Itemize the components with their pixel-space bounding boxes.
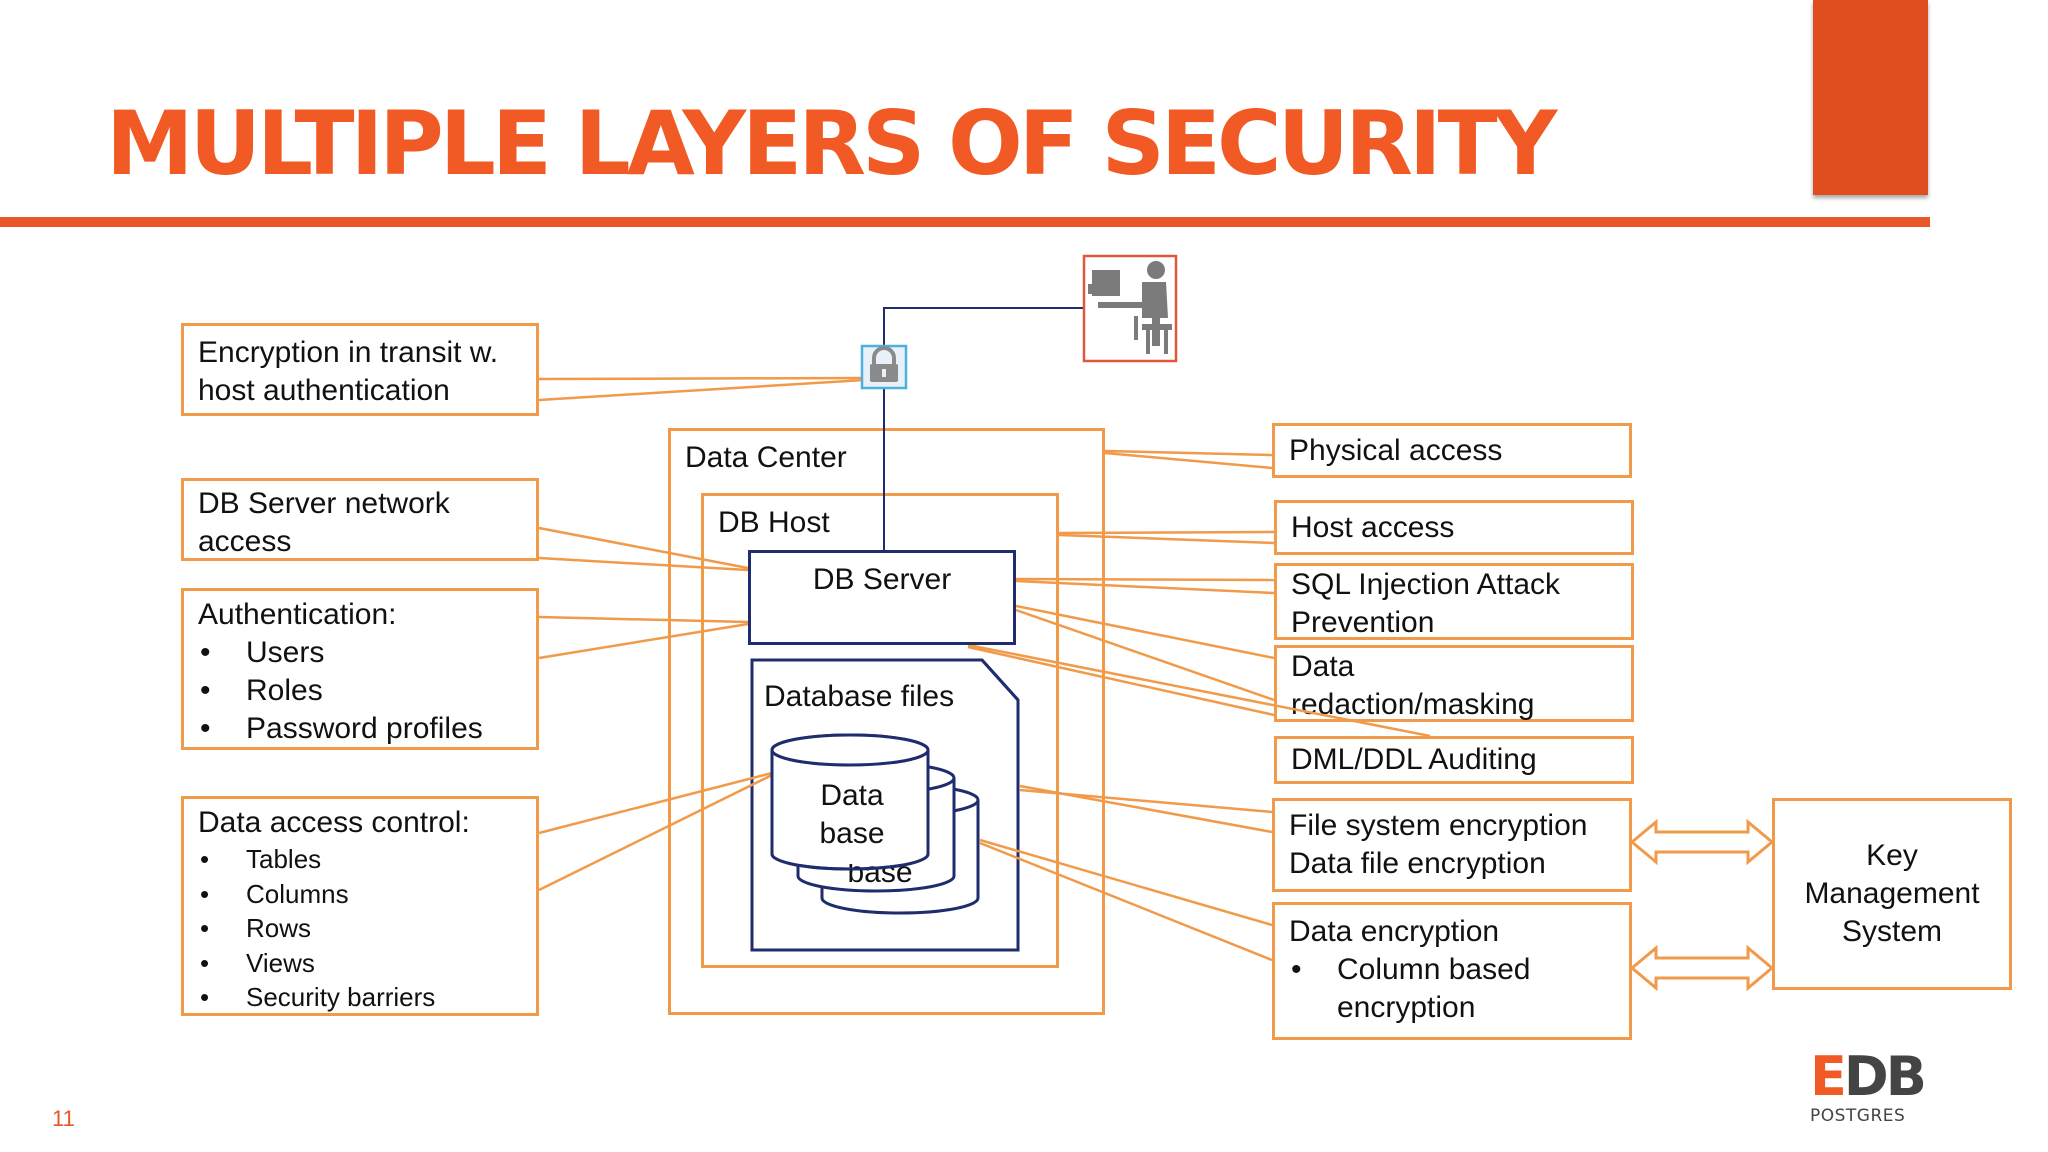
data-access-control-heading: Data access control: [198,806,470,839]
dml-auditing-callout [967,643,1431,738]
physical-access-callout-lower [1104,451,1273,470]
data-redaction-callout-lower [1015,608,1275,702]
logo-subtitle: POSTGRES [1810,1106,1906,1126]
db-server-box: DB Server [748,550,1016,645]
data-encryption-box: Data encryption Column based encryption [1272,902,1632,1040]
edb-postgres-logo: EDB POSTGRES [1810,1045,1930,1127]
file-encryption-line-2: Data file encryption [1289,847,1546,880]
db-server-network-access-box: DB Server network access [181,478,539,561]
dml-ddl-auditing-box: DML/DDL Auditing [1274,736,1634,784]
key-management-text: Key Management System [1804,837,1979,951]
lock-icon [860,344,908,390]
file-encryption-callout-lower [1019,788,1273,814]
data-encryption-item-column-based: Column based encryption [1289,951,1615,1027]
key-management-line-1: Key [1866,839,1918,872]
db-host-label: DB Host [718,506,830,539]
data-access-item-columns: Columns [198,877,522,912]
data-access-item-tables: Tables [198,842,522,877]
sql-injection-callout-lower [1015,579,1275,595]
network-link-line [883,307,1084,552]
database-files-fold [980,658,1020,702]
db-host-area: DB Host [701,493,1059,968]
data-access-callout [538,771,773,835]
sql-injection-line-1: SQL Injection Attack [1291,568,1561,601]
corner-accent-block [1813,0,1928,195]
title-underline [0,217,1930,227]
sql-injection-prevention-box: SQL Injection Attack Prevention [1274,563,1634,640]
authentication-list: Users Roles Password profiles [198,634,522,748]
data-access-callout-lower [538,773,773,892]
database-files-label: Database files [764,680,955,713]
network-access-line-1: DB Server network [198,487,450,520]
physical-access-label: Physical access [1289,434,1503,467]
encryption-in-transit-line-1: Encryption in transit w. [198,336,499,369]
page-number: 11 [52,1106,75,1131]
file-encryption-line-1: File system encryption [1289,809,1588,842]
sql-injection-line-2: Prevention [1291,606,1435,639]
data-access-item-views: Views [198,946,522,981]
network-access-callout-lower [538,556,749,572]
data-encryption-callout-lower [979,841,1273,962]
key-management-system-box: Key Management System [1772,798,2012,990]
key-management-line-2: Management [1804,877,1980,910]
data-encryption-heading: Data encryption [1289,915,1500,948]
host-access-callout-lower [1058,533,1275,545]
encryption-in-transit-line-2: host authentication [198,374,450,407]
dml-ddl-auditing-label: DML/DDL Auditing [1291,743,1537,776]
network-access-line-2: access [198,525,292,558]
host-access-callout [1058,530,1275,535]
file-system-encryption-box: File system encryption Data file encrypt… [1272,798,1632,892]
authentication-item-password-profiles: Password profiles [198,710,522,748]
authentication-item-users: Users [198,634,522,672]
computer-user-icon [1082,254,1178,363]
encryption-transit-callout-lower [538,378,865,402]
authentication-item-roles: Roles [198,672,522,710]
data-encryption-callout [979,838,1273,927]
data-redaction-callout [1015,604,1275,660]
authentication-heading: Authentication: [198,598,397,631]
data-redaction-line-1: Data [1291,650,1355,683]
host-access-label: Host access [1291,511,1455,544]
encryption-in-transit-box: Encryption in transit w. host authentica… [181,323,539,416]
db-server-label: DB Server [812,563,952,596]
data-access-item-security-barriers: Security barriers [198,980,522,1015]
dml-auditing-callout-lower [967,645,1275,717]
authentication-box: Authentication: Users Roles Password pro… [181,588,539,750]
physical-access-callout [1104,449,1273,457]
data-access-control-list: Tables Columns Rows Views Security barri… [198,842,522,1015]
page-title: MULTIPLE LAYERS OF SECURITY [106,92,1557,195]
data-access-control-box: Data access control: Tables Columns Rows… [181,796,539,1016]
physical-access-box: Physical access [1272,423,1632,478]
network-access-callout [538,526,749,570]
data-encryption-list: Column based encryption [1289,951,1615,1027]
data-center-area: Data Center [668,428,1105,1015]
double-arrow-icon [1629,818,1775,992]
database-label-line-1: Data [820,779,884,812]
data-center-label: Data Center [685,441,847,474]
encryption-transit-callout [538,376,865,381]
callout-lines [538,376,1431,962]
data-redaction-masking-box: Data redaction/masking [1274,645,1634,722]
data-access-item-rows: Rows [198,911,522,946]
logo-mark: EDB [1810,1045,1927,1108]
authentication-callout-lower [538,622,749,660]
key-management-line-3: System [1841,915,1942,948]
authentication-callout [538,615,749,624]
sql-injection-callout [1015,577,1275,582]
host-access-box: Host access [1274,500,1634,555]
database-label-line-2: base [819,817,884,850]
